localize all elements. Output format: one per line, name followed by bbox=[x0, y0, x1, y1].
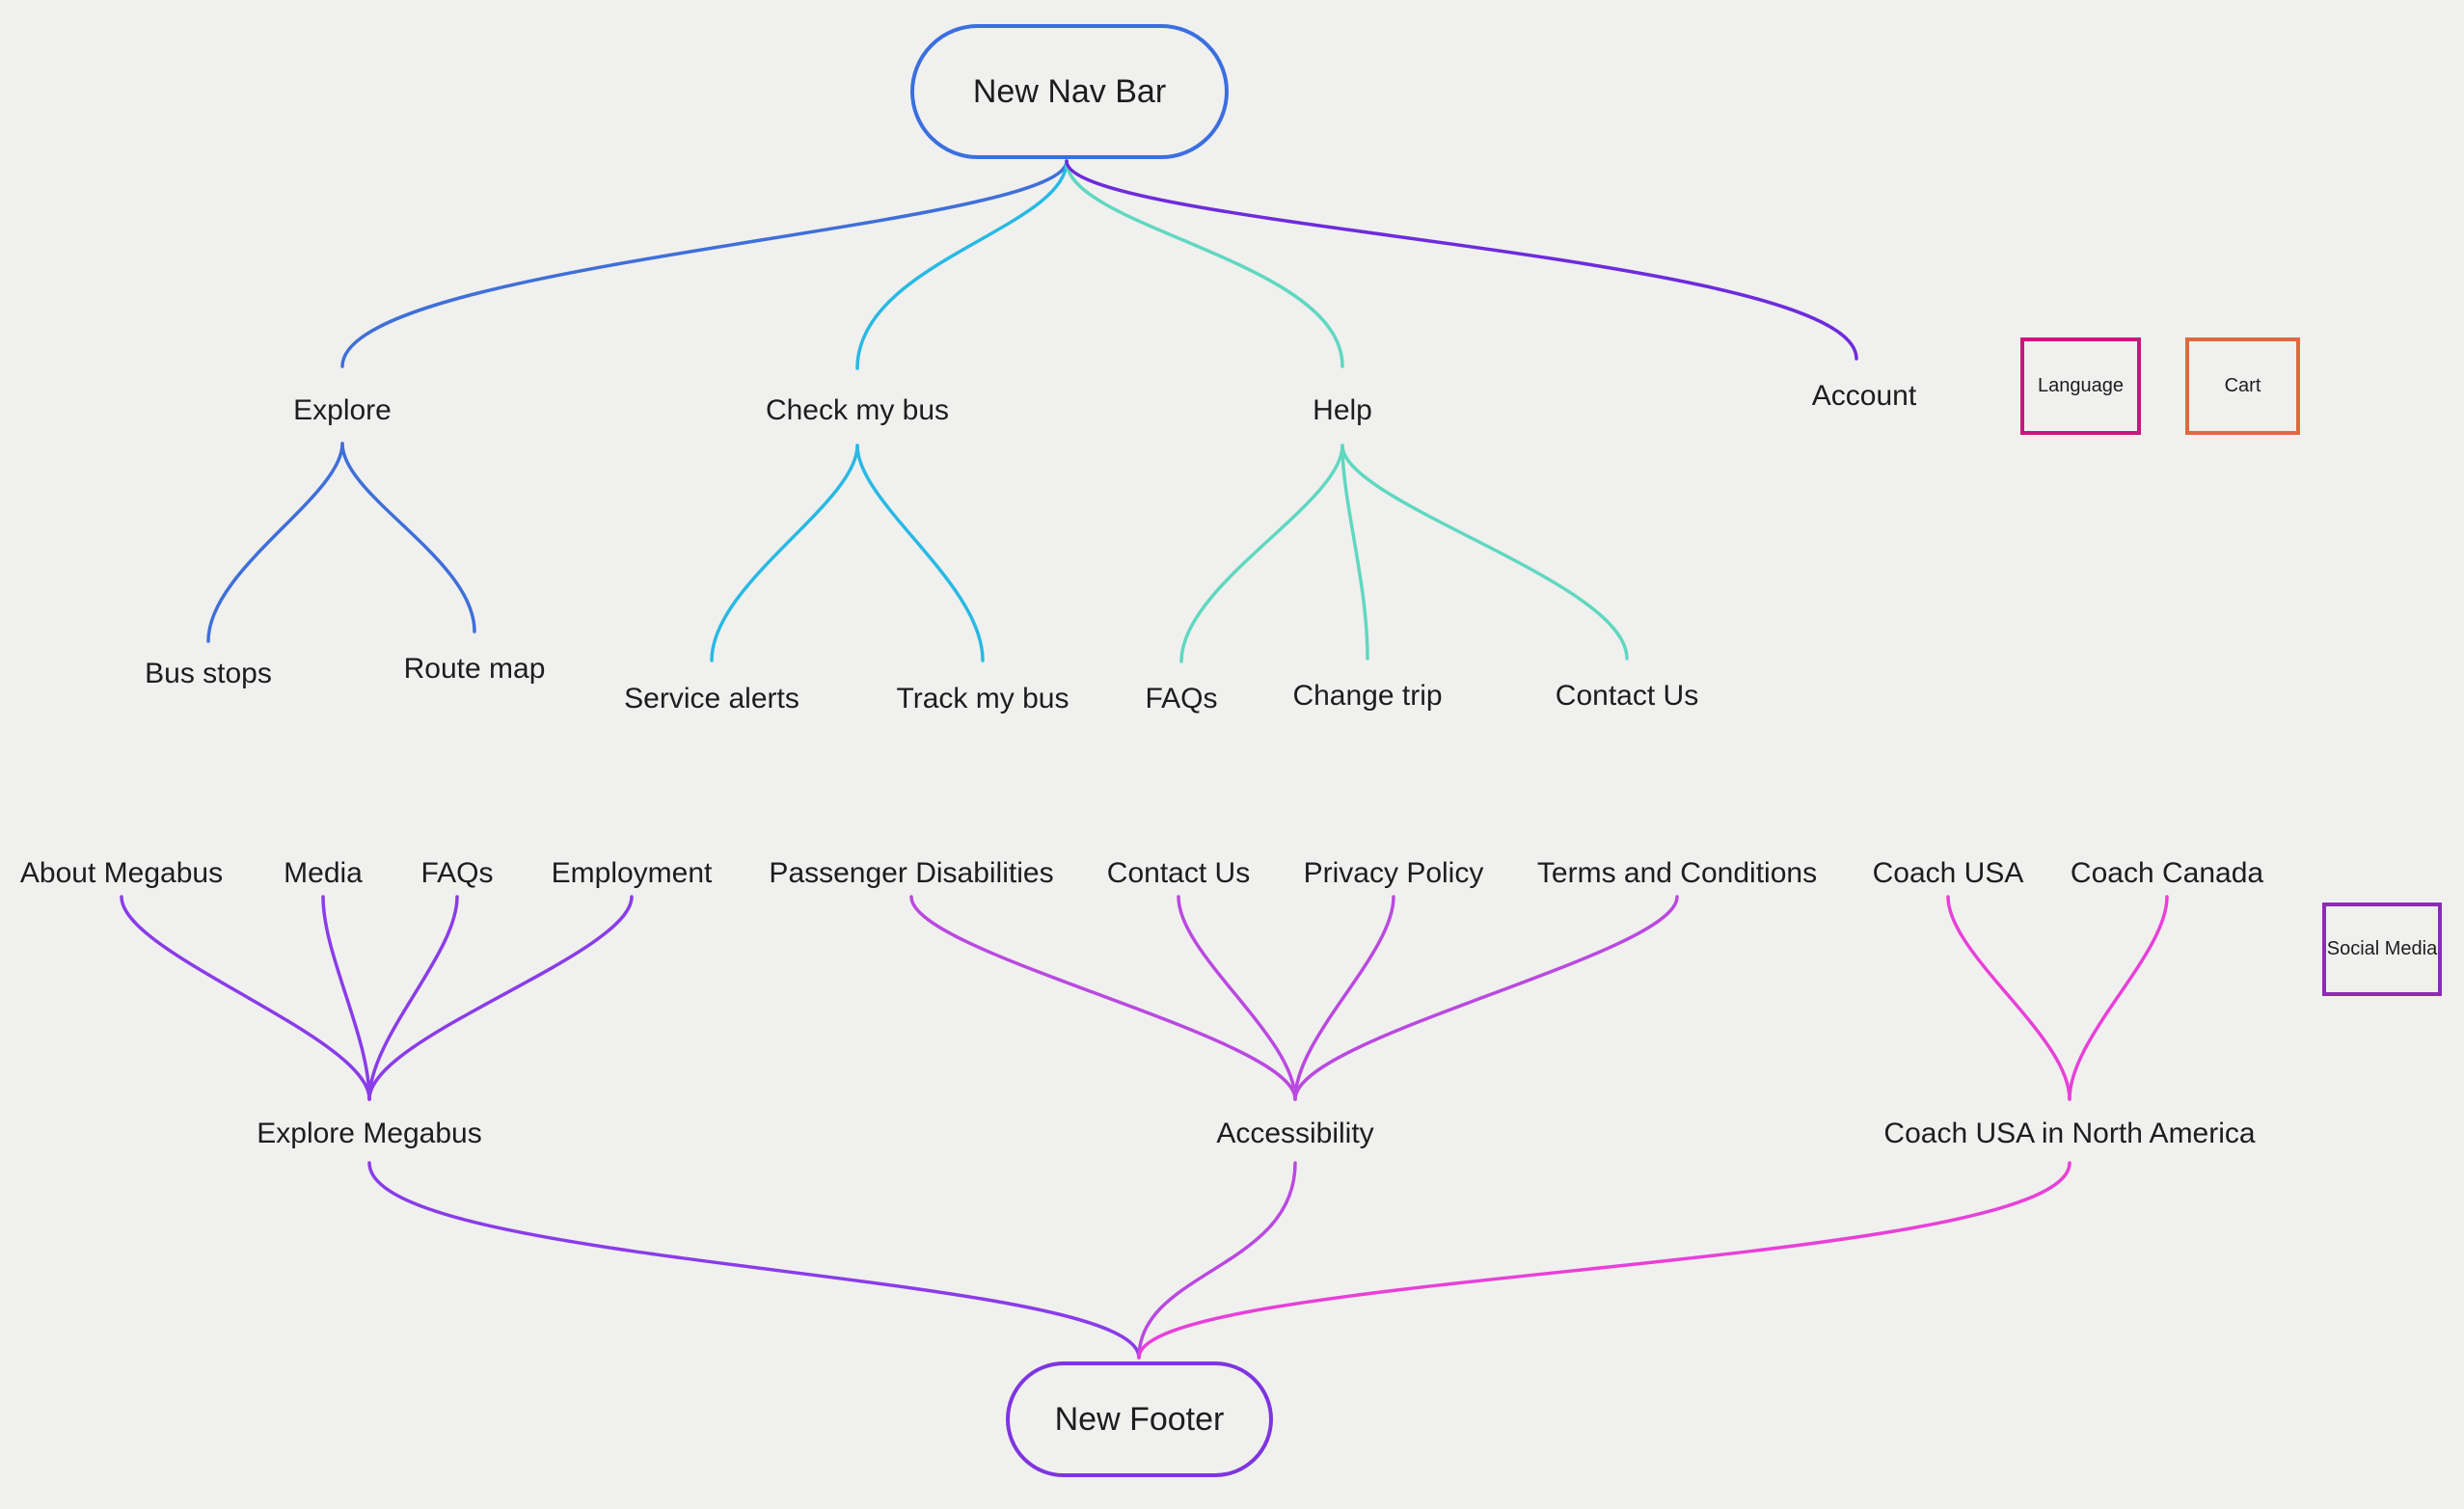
edge-check-track-my-bus bbox=[855, 444, 985, 662]
node-contact-us-footer[interactable]: Contact Us bbox=[1106, 857, 1251, 889]
edge-help-faqs bbox=[1179, 444, 1344, 663]
box-cart-label: Cart bbox=[2224, 375, 2261, 396]
edge-terms-group bbox=[1293, 895, 1679, 1101]
edge-navbar-explore bbox=[340, 159, 1069, 368]
node-about-megabus[interactable]: About Megabus bbox=[19, 857, 224, 889]
node-account[interactable]: Account bbox=[1811, 380, 1917, 412]
edge-employment-group bbox=[367, 895, 634, 1101]
box-language[interactable]: Language bbox=[2020, 337, 2141, 435]
node-coach-canada[interactable]: Coach Canada bbox=[2070, 857, 2264, 889]
node-check-my-bus[interactable]: Check my bus bbox=[765, 394, 950, 426]
node-employment[interactable]: Employment bbox=[551, 857, 713, 889]
node-help[interactable]: Help bbox=[1313, 394, 1372, 426]
box-social-media[interactable]: Social Media bbox=[2322, 903, 2442, 996]
edge-coach-usa-group bbox=[1946, 895, 2071, 1101]
node-route-map[interactable]: Route map bbox=[403, 653, 546, 685]
node-terms-and-conditions[interactable]: Terms and Conditions bbox=[1536, 857, 1818, 889]
edge-explore-megabus-footer bbox=[367, 1161, 1141, 1360]
node-explore[interactable]: Explore bbox=[293, 394, 392, 426]
node-explore-megabus[interactable]: Explore Megabus bbox=[257, 1118, 482, 1149]
node-faqs-help[interactable]: FAQs bbox=[1145, 683, 1218, 714]
edge-about-megabus-group bbox=[120, 895, 371, 1101]
edge-navbar-help bbox=[1065, 159, 1344, 368]
edge-contact-us-group bbox=[1177, 895, 1297, 1101]
edge-media-group bbox=[321, 895, 371, 1101]
edge-coach-group-footer bbox=[1137, 1161, 2071, 1360]
edge-check-service-alerts bbox=[710, 444, 859, 662]
node-contact-us-help[interactable]: Contact Us bbox=[1555, 680, 1699, 712]
node-service-alerts[interactable]: Service alerts bbox=[624, 683, 799, 714]
box-social-media-label: Social Media bbox=[2326, 938, 2438, 959]
node-new-footer-label: New Footer bbox=[1054, 1400, 1225, 1438]
node-track-my-bus[interactable]: Track my bus bbox=[896, 683, 1070, 714]
edge-passenger-group bbox=[909, 895, 1297, 1101]
node-coach-usa-in-north-america[interactable]: Coach USA in North America bbox=[1883, 1118, 2256, 1149]
node-media[interactable]: Media bbox=[284, 857, 363, 889]
edge-navbar-check-my-bus bbox=[855, 159, 1069, 370]
edge-coach-canada-group bbox=[2068, 895, 2169, 1101]
node-faqs-footer[interactable]: FAQs bbox=[420, 857, 494, 889]
node-bus-stops[interactable]: Bus stops bbox=[145, 658, 272, 689]
node-coach-usa[interactable]: Coach USA bbox=[1872, 857, 2024, 889]
box-cart[interactable]: Cart bbox=[2185, 337, 2300, 435]
edge-help-change-trip bbox=[1340, 444, 1369, 660]
node-privacy-policy[interactable]: Privacy Policy bbox=[1303, 857, 1484, 889]
edge-faqs-group bbox=[367, 895, 459, 1101]
node-passenger-disabilities[interactable]: Passenger Disabilities bbox=[769, 857, 1054, 889]
edge-explore-route-map bbox=[340, 442, 476, 633]
node-change-trip[interactable]: Change trip bbox=[1292, 680, 1443, 712]
edge-navbar-account bbox=[1065, 159, 1858, 361]
edge-explore-bus-stops bbox=[206, 442, 344, 643]
edge-accessibility-footer bbox=[1137, 1161, 1297, 1360]
node-new-footer[interactable]: New Footer bbox=[1006, 1361, 1273, 1477]
box-language-label: Language bbox=[2038, 375, 2124, 396]
edge-privacy-group bbox=[1293, 895, 1395, 1101]
edge-help-contact-us bbox=[1340, 444, 1629, 660]
node-new-nav-bar-label: New Nav Bar bbox=[972, 72, 1167, 110]
node-new-nav-bar[interactable]: New Nav Bar bbox=[910, 24, 1229, 159]
node-accessibility[interactable]: Accessibility bbox=[1216, 1118, 1374, 1149]
